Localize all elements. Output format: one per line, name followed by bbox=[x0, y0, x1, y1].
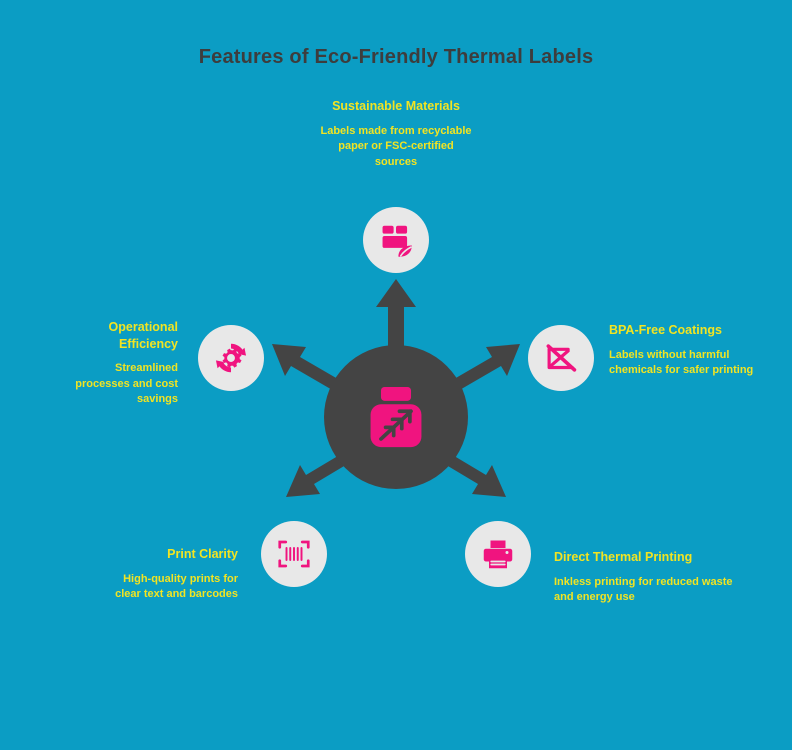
node-title: BPA-Free Coatings bbox=[609, 323, 722, 337]
node-text-direct-thermal-printing: Direct Thermal Printing Inkless printing… bbox=[554, 549, 734, 606]
node-icon-bpa-free-coatings[interactable] bbox=[528, 325, 594, 391]
node-title: Operational Efficiency bbox=[108, 320, 178, 351]
printer-icon bbox=[483, 540, 513, 569]
node-description: High-quality prints for clear text and b… bbox=[115, 572, 238, 601]
node-title: Direct Thermal Printing bbox=[554, 550, 693, 564]
gear-refresh-icon bbox=[215, 343, 247, 373]
node-icon-direct-thermal-printing[interactable] bbox=[465, 521, 531, 587]
package-leaf-icon bbox=[382, 225, 412, 257]
no-chemicals-icon bbox=[546, 344, 577, 372]
node-title: Sustainable Materials bbox=[332, 99, 460, 113]
node-title: Print Clarity bbox=[167, 547, 238, 561]
node-description: Inkless printing for reduced waste and e… bbox=[554, 575, 733, 604]
node-description: Streamlined processes and cost savings bbox=[75, 362, 178, 406]
node-icon-sustainable-materials[interactable] bbox=[363, 207, 429, 273]
node-text-operational-efficiency: Operational Efficiency Streamlined proce… bbox=[58, 319, 178, 408]
node-description: Labels made from recyclable paper or FSC… bbox=[320, 124, 472, 168]
barcode-scan-icon bbox=[278, 540, 310, 568]
node-description: Labels without harmful chemicals for saf… bbox=[609, 348, 754, 377]
node-icon-print-clarity[interactable] bbox=[261, 521, 327, 587]
node-text-bpa-free-coatings: BPA-Free Coatings Labels without harmful… bbox=[609, 322, 777, 379]
eco-jar-leaf-icon bbox=[370, 386, 422, 448]
page-title: Features of Eco-Friendly Thermal Labels bbox=[198, 46, 594, 68]
node-icon-operational-efficiency[interactable] bbox=[198, 325, 264, 391]
node-text-print-clarity: Print Clarity High-quality prints for cl… bbox=[110, 546, 238, 603]
center-hub-group bbox=[196, 217, 596, 617]
node-text-sustainable-materials: Sustainable Materials Labels made from r… bbox=[316, 98, 476, 170]
